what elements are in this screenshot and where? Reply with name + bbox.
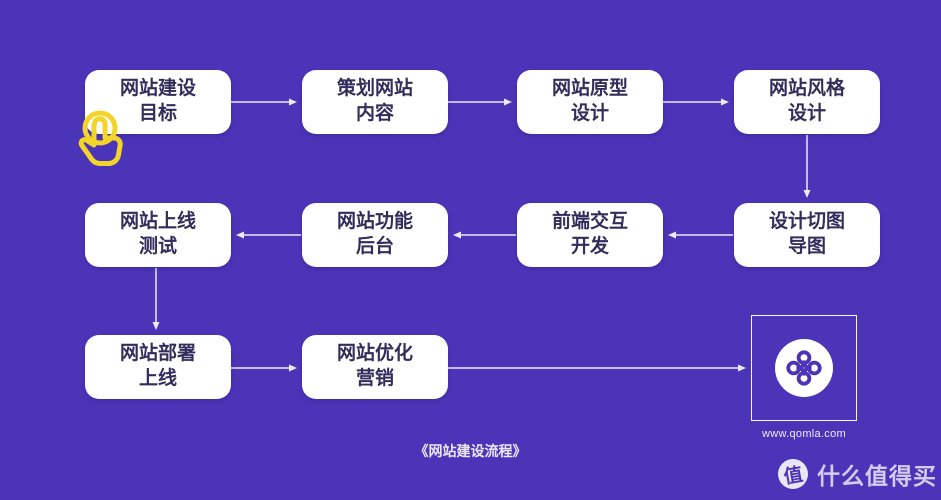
node-label: 网站建设 目标 xyxy=(119,78,196,124)
node-label: 前端交互 开发 xyxy=(551,211,628,257)
node-label: 策划网站 内容 xyxy=(336,78,413,124)
node-label: 网站部署 上线 xyxy=(119,343,196,389)
diagram-caption: 《网站建设流程》 xyxy=(414,443,527,459)
qomla-logo-icon xyxy=(786,350,822,386)
node-label: 网站优化 营销 xyxy=(336,343,413,389)
node-label: 网站功能 后台 xyxy=(336,211,413,257)
node-optimization-marketing: 网站优化 营销 xyxy=(302,335,448,399)
node-label: 网站原型 设计 xyxy=(551,78,628,124)
node-style-design: 网站风格 设计 xyxy=(734,70,880,134)
qomla-logo-circle xyxy=(775,339,833,397)
tap-cursor-icon xyxy=(78,110,123,166)
node-launch-testing: 网站上线 测试 xyxy=(85,203,231,267)
node-frontend-dev: 前端交互 开发 xyxy=(517,203,663,267)
node-design-slicing: 设计切图 导图 xyxy=(734,203,880,267)
node-content-planning: 策划网站 内容 xyxy=(302,70,448,134)
node-label: 网站风格 设计 xyxy=(768,78,845,124)
node-label: 设计切图 导图 xyxy=(768,211,845,257)
qomla-logo-frame xyxy=(751,315,857,421)
smzdm-watermark-text: 什么值得买 xyxy=(817,463,937,489)
smzdm-badge-icon: 值 xyxy=(775,456,811,492)
node-deployment: 网站部署 上线 xyxy=(85,335,231,399)
smzdm-watermark: 值 什么值得买 xyxy=(775,456,937,492)
node-backend-features: 网站功能 后台 xyxy=(302,203,448,267)
website-url: www.qomla.com xyxy=(762,428,846,440)
node-prototype-design: 网站原型 设计 xyxy=(517,70,663,134)
node-label: 网站上线 测试 xyxy=(119,211,196,257)
node-website-goal: 网站建设 目标 xyxy=(85,70,231,134)
